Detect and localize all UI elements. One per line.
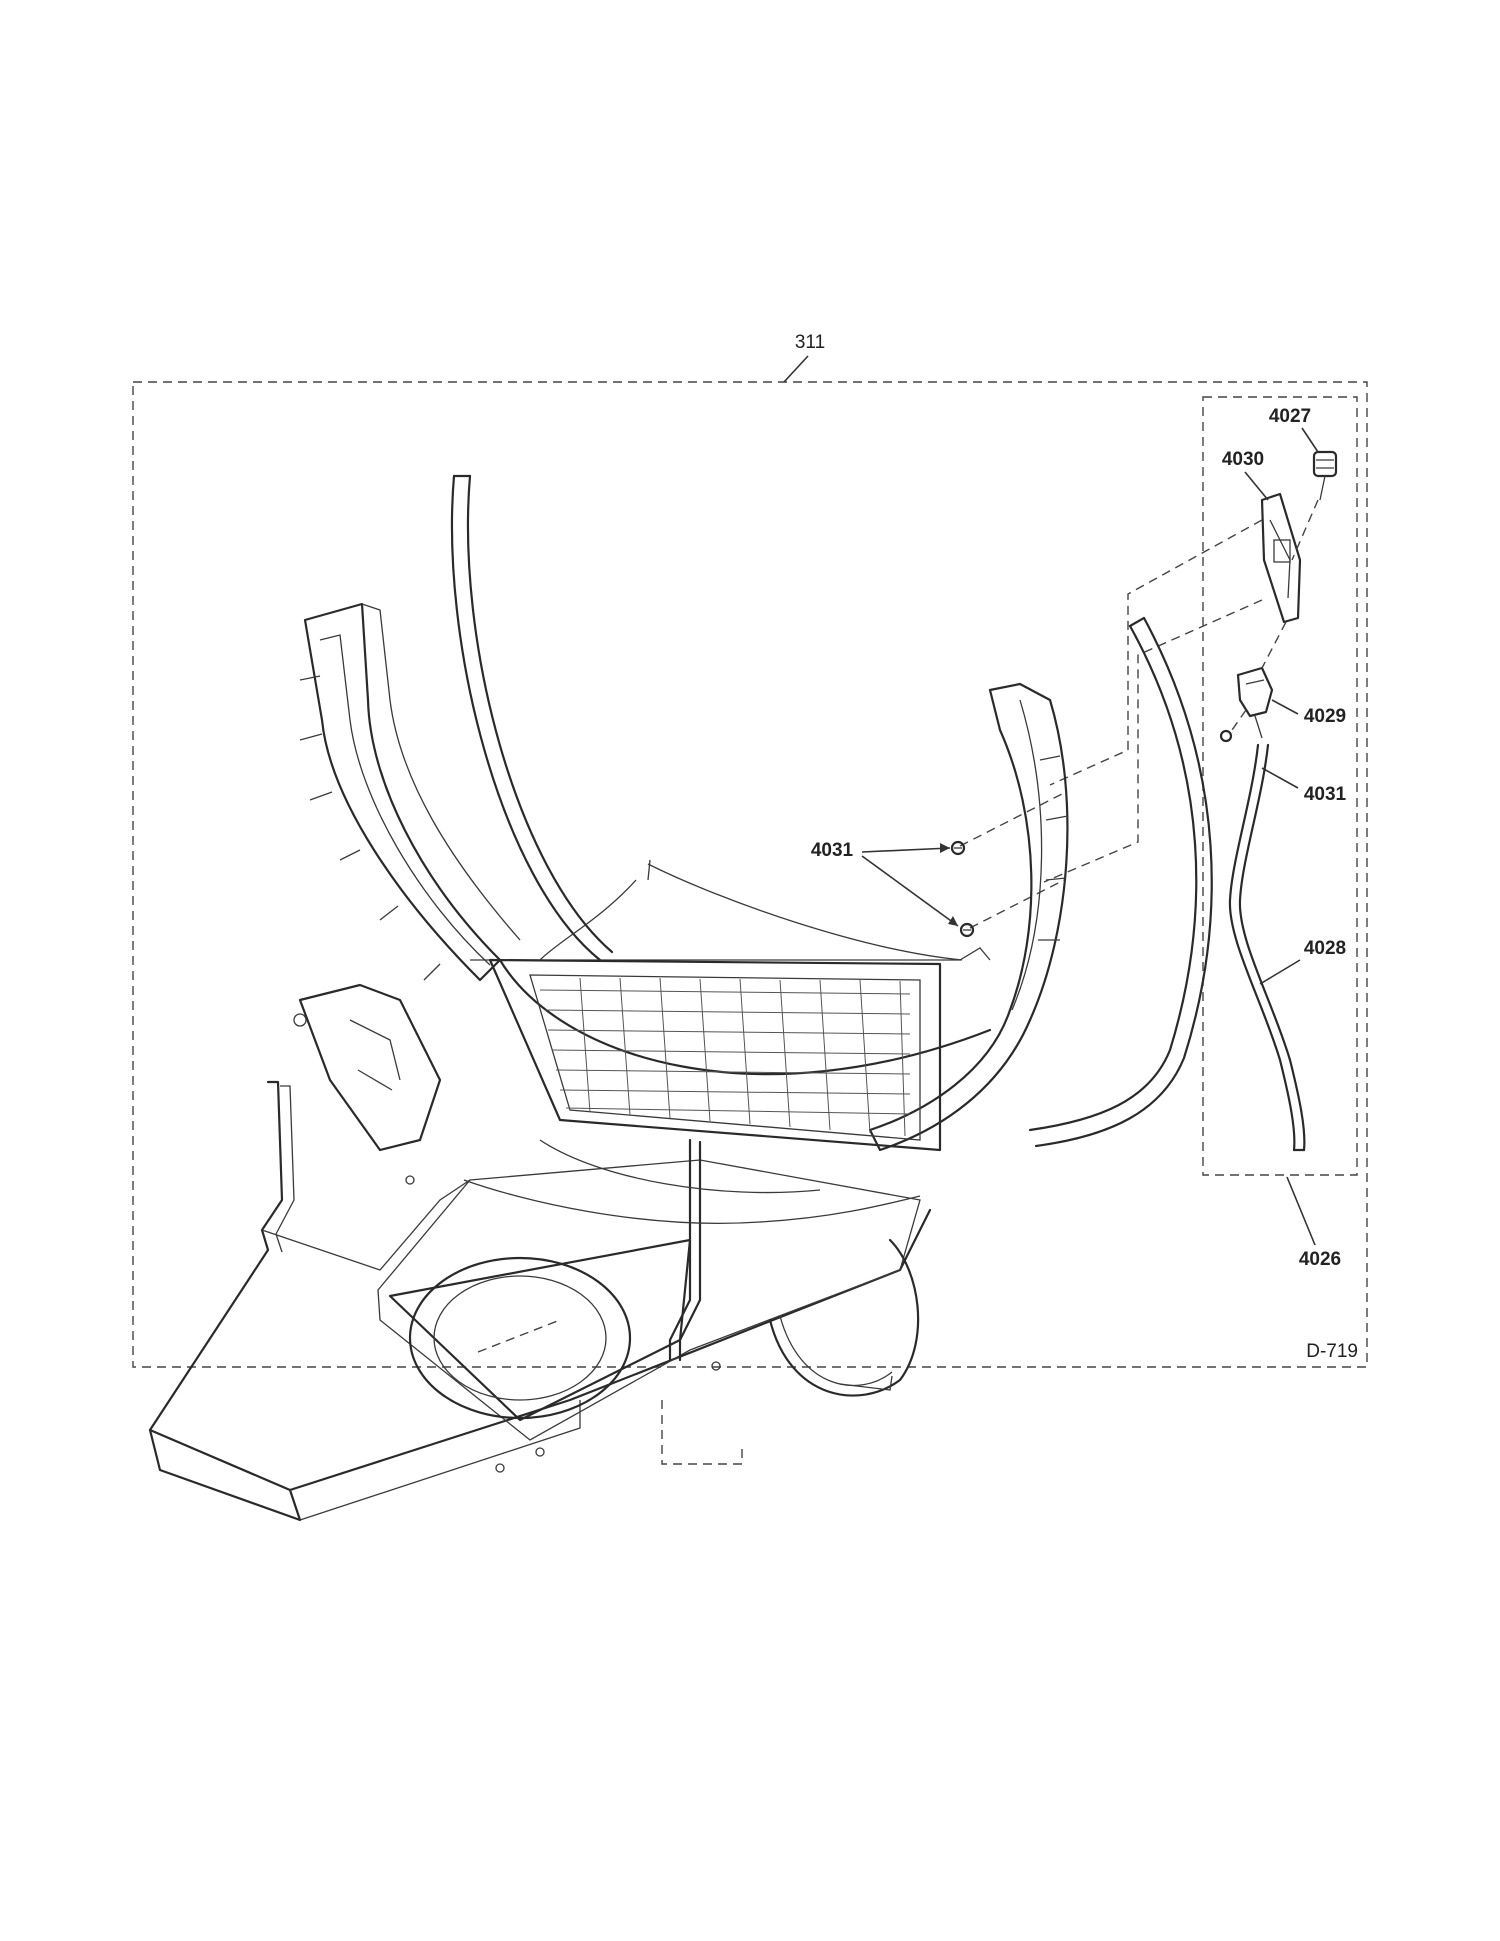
part-4031-screw-main-1 [950,840,966,856]
blower-housing [377,1159,921,1441]
housing-top-edge [470,947,991,961]
blower-ring [768,1238,920,1397]
leader-4031-main-1 [861,847,951,853]
part-4031-screw-main-2 [959,922,975,938]
label-4031-sub: 4031 [1304,784,1347,805]
dashed-link-screws [959,793,1063,847]
dashed-link-bracket [1049,519,1263,786]
assembly-leader [783,355,809,383]
right-rail [1028,616,1213,1148]
left-housing [299,602,521,982]
drum-opening-curve-2 [539,879,637,961]
part-4028-harness [1228,743,1306,1152]
label-4030: 4030 [1222,449,1264,470]
lint-screen [488,958,942,1152]
duct-body [148,1080,932,1522]
housing-rim [498,958,992,1076]
drum-opening-curve [647,863,963,961]
label-4031-main: 4031 [811,840,854,861]
rivet-4 [405,1175,415,1185]
left-mount-bracket [293,983,442,1152]
link-4029-screw [1231,709,1247,731]
sub-assembly-leader [1286,1176,1316,1246]
duct-rim [463,1179,921,1224]
left-rail [450,474,614,962]
part-4030-bracket [1260,492,1302,624]
leader-4031-sub [1261,767,1299,789]
label-4028: 4028 [1304,938,1346,959]
arrowhead-4031-1 [940,843,950,853]
part-4031-screw-sub [1219,729,1233,743]
rivet-2 [535,1447,545,1457]
leader-4029 [1271,699,1299,715]
part-4027-connector [1312,450,1338,501]
duct-rim-2 [539,1139,821,1194]
leader-4030 [1244,471,1269,501]
dashed-link-bottom [661,1400,743,1465]
part-4029-sensor [1236,666,1274,739]
drawing-code: D-719 [1306,1341,1358,1362]
rivet-1 [711,1361,721,1371]
assembly-label: 311 [795,332,825,353]
leader-4028 [1259,959,1301,985]
label-4027: 4027 [1269,406,1311,427]
label-4029: 4029 [1304,706,1346,727]
link-4027-4030 [1291,499,1319,561]
leader-4027 [1301,427,1319,453]
link-4030-4029 [1261,621,1287,669]
center-support [668,1138,702,1362]
dashed-link-screws-2 [969,879,1065,929]
rivet-3 [495,1463,505,1473]
sub-assembly-label: 4026 [1299,1249,1341,1270]
guide-wire [647,859,651,881]
assembly-frame [132,381,1368,1368]
arrowhead-4031-2 [948,916,958,926]
dashed-link-bracket-2 [1043,599,1263,883]
right-housing [868,682,1069,1152]
leader-4031-main-2 [861,855,959,927]
